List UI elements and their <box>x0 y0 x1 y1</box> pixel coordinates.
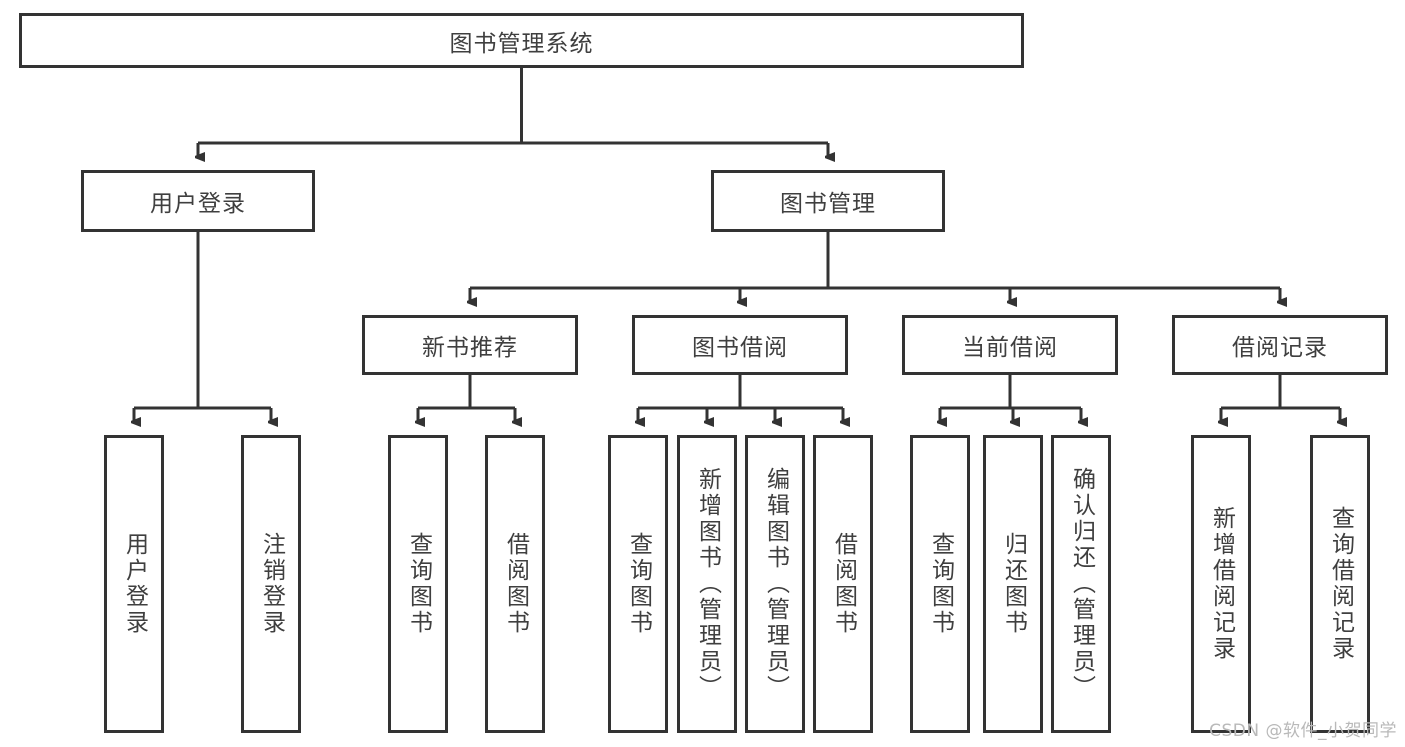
node-leaf-confirm-return[interactable]: 确认归还（管理员） <box>1051 435 1111 733</box>
node-leaf-borrow-book[interactable]: 借阅图书 <box>813 435 873 733</box>
node-leaf-user-login[interactable]: 用户登录 <box>104 435 164 733</box>
node-label: 查询借阅记录 <box>1327 506 1354 662</box>
node-label: 编辑图书（管理员） <box>762 467 789 701</box>
node-leaf-borrow-book-rec[interactable]: 借阅图书 <box>485 435 545 733</box>
node-label: 新书推荐 <box>422 335 518 361</box>
node-label: 新增借阅记录 <box>1208 506 1235 662</box>
node-leaf-query-book-rec[interactable]: 查询图书 <box>388 435 448 733</box>
node-label: 用户登录 <box>150 191 246 217</box>
node-label: 借阅图书 <box>830 532 857 636</box>
node-book-manage[interactable]: 图书管理 <box>711 170 945 232</box>
node-label: 借阅记录 <box>1232 335 1328 361</box>
node-label: 图书借阅 <box>692 335 788 361</box>
node-label: 注销登录 <box>258 532 285 636</box>
node-leaf-return-book[interactable]: 归还图书 <box>983 435 1043 733</box>
node-label: 借阅图书 <box>502 532 529 636</box>
node-label: 用户登录 <box>121 532 148 636</box>
node-label: 当前借阅 <box>962 335 1058 361</box>
node-book-borrow[interactable]: 图书借阅 <box>632 315 848 375</box>
watermark-label: CSDN @软件_小贺同学 <box>1209 721 1397 741</box>
node-current-borrow[interactable]: 当前借阅 <box>902 315 1118 375</box>
node-label: 新增图书（管理员） <box>694 467 721 701</box>
node-leaf-query-record[interactable]: 查询借阅记录 <box>1310 435 1370 733</box>
node-label: 确认归还（管理员） <box>1068 467 1095 701</box>
node-label: 查询图书 <box>405 532 432 636</box>
node-label: 图书管理 <box>780 191 876 217</box>
node-new-book-rec[interactable]: 新书推荐 <box>362 315 578 375</box>
node-leaf-add-book[interactable]: 新增图书（管理员） <box>677 435 737 733</box>
node-user-login[interactable]: 用户登录 <box>81 170 315 232</box>
node-label: 查询图书 <box>927 532 954 636</box>
node-label: 归还图书 <box>1000 532 1027 636</box>
node-leaf-edit-book[interactable]: 编辑图书（管理员） <box>745 435 805 733</box>
node-root[interactable]: 图书管理系统 <box>19 13 1024 68</box>
node-leaf-query-book[interactable]: 查询图书 <box>608 435 668 733</box>
node-label: 查询图书 <box>625 532 652 636</box>
node-label: 图书管理系统 <box>449 30 594 57</box>
node-leaf-user-logout[interactable]: 注销登录 <box>241 435 301 733</box>
node-leaf-add-record[interactable]: 新增借阅记录 <box>1191 435 1251 733</box>
node-borrow-record[interactable]: 借阅记录 <box>1172 315 1388 375</box>
node-leaf-query-book-cur[interactable]: 查询图书 <box>910 435 970 733</box>
